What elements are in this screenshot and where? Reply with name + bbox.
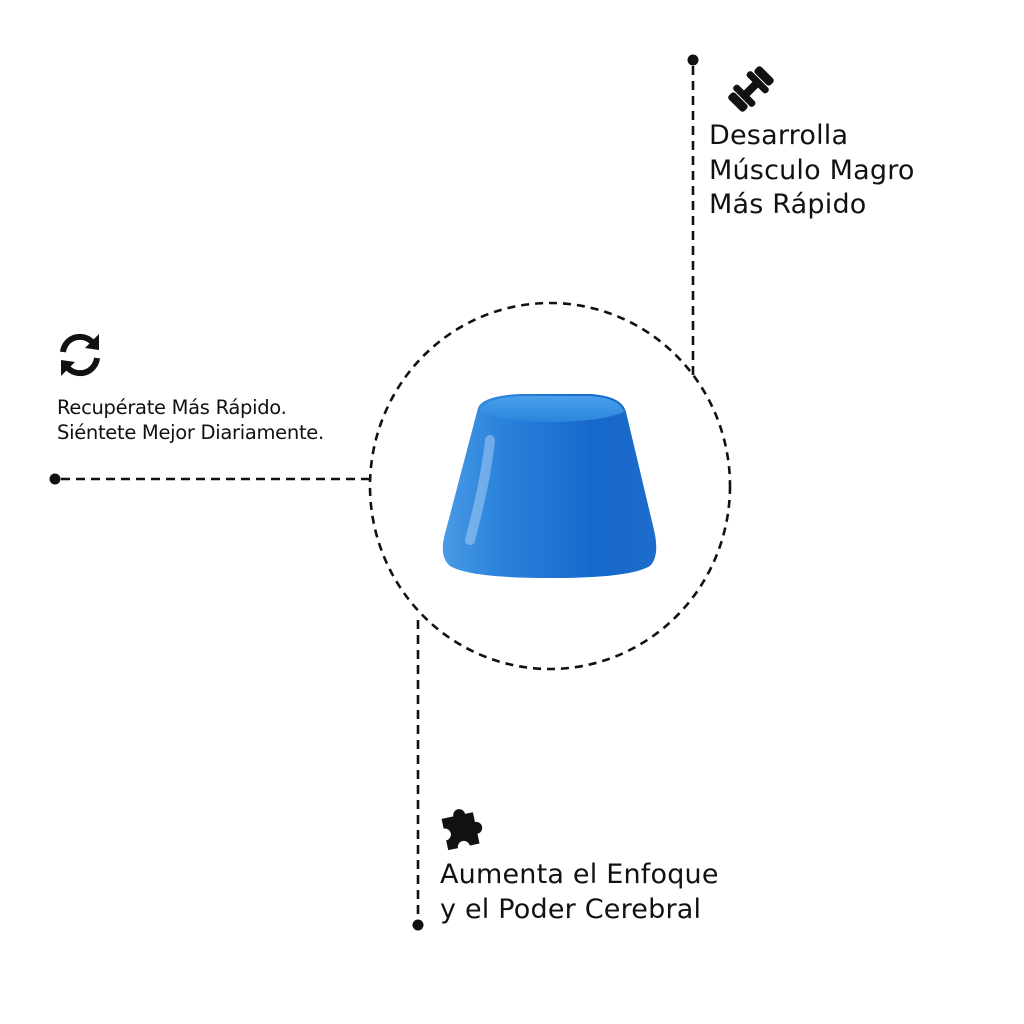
connector-left xyxy=(49,473,370,485)
puzzle-icon xyxy=(441,809,483,851)
benefit-line: Desarrolla xyxy=(709,120,849,151)
benefit-line: y el Poder Cerebral xyxy=(440,893,702,925)
benefit-line: Más Rápido xyxy=(709,189,867,221)
benefit-focus: Aumenta el Enfoque y el Poder Cerebral xyxy=(440,858,719,927)
dumbbell-icon xyxy=(728,66,774,112)
benefit-line: Aumenta el Enfoque xyxy=(440,859,719,890)
benefit-recovery: Recupérate Más Rápido. Siéntete Mejor Di… xyxy=(57,396,324,446)
benefit-muscle: Desarrolla Músculo Magro Más Rápido xyxy=(709,119,915,223)
gummy-image xyxy=(442,394,657,578)
dashed-circle xyxy=(368,301,732,671)
refresh-icon xyxy=(60,333,100,377)
connector-top xyxy=(687,54,699,378)
benefit-line: Siéntete Mejor Diariamente. xyxy=(57,420,324,444)
benefit-line: Músculo Magro xyxy=(709,154,915,186)
benefit-line: Recupérate Más Rápido. xyxy=(57,396,287,419)
connector-bottom xyxy=(412,620,424,931)
